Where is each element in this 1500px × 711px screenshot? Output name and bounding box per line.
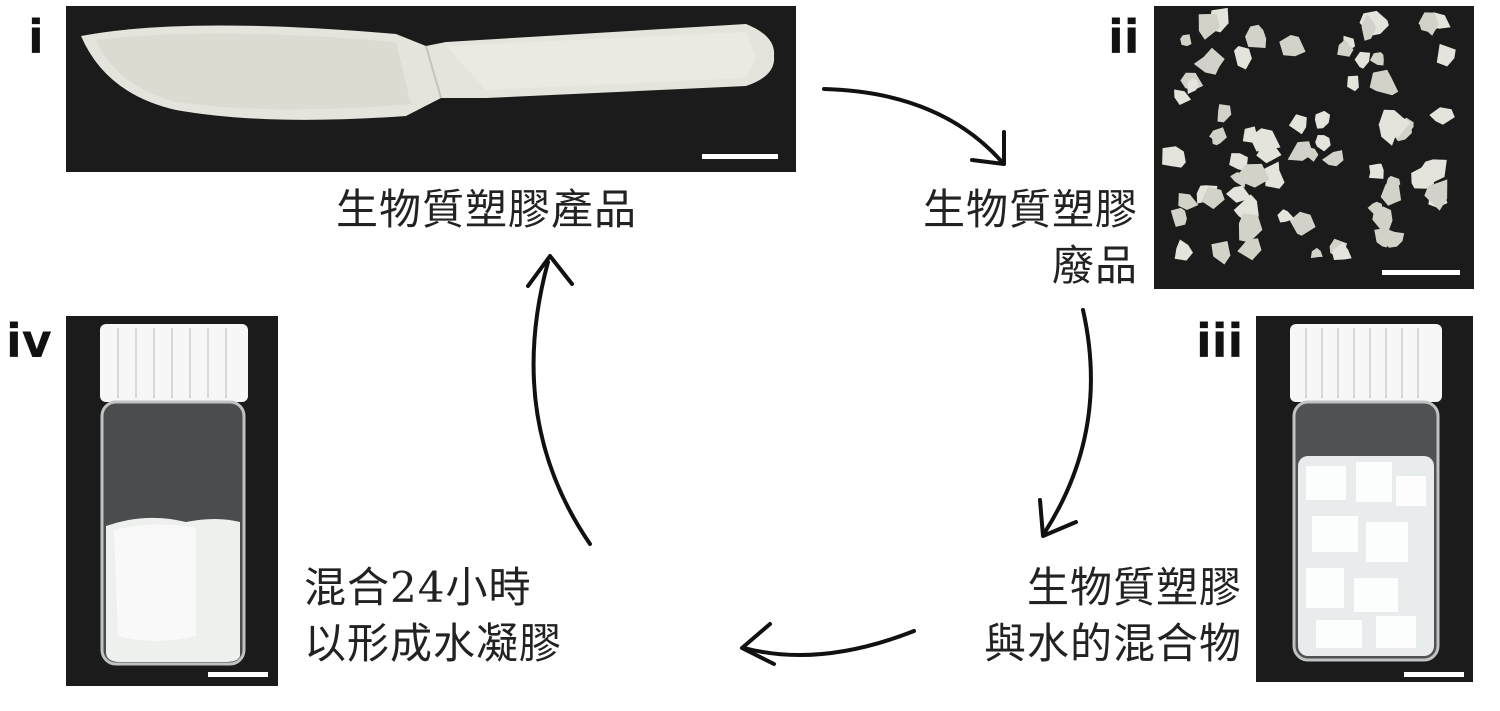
plastic-fragment bbox=[1217, 104, 1232, 123]
plastic-fragment bbox=[1178, 193, 1199, 210]
scale-bar-iii bbox=[1404, 672, 1464, 677]
scale-bar-iv bbox=[208, 672, 268, 677]
plastic-fragment bbox=[1242, 126, 1258, 143]
arrow-waste-to-mixture bbox=[1043, 308, 1093, 534]
plastic-fragment bbox=[1378, 123, 1397, 146]
panel-label-iii: iii bbox=[1196, 314, 1244, 368]
plastic-fragment bbox=[1201, 186, 1225, 210]
plastic-fragment bbox=[1193, 47, 1225, 75]
plastic-fragment bbox=[1234, 163, 1270, 188]
vial-chunks-photo bbox=[1256, 316, 1473, 682]
plastic-fragment bbox=[1279, 35, 1306, 57]
plastic-fragment bbox=[1277, 209, 1295, 223]
plastic-fragment bbox=[1234, 46, 1252, 70]
plastic-fragment bbox=[1347, 75, 1359, 92]
vial-hydrogel-photo bbox=[66, 316, 278, 686]
plastic-fragment bbox=[1354, 51, 1371, 69]
panel-label-iv: iv bbox=[6, 314, 52, 368]
plastic-fragment bbox=[1369, 69, 1399, 96]
plastic-fragment bbox=[1380, 184, 1402, 206]
plastic-fragment bbox=[1180, 34, 1192, 47]
plastic-fragment bbox=[1382, 228, 1405, 248]
plastic-fragment bbox=[1229, 153, 1248, 171]
plastic-fragment bbox=[1198, 13, 1220, 40]
plastic-fragment bbox=[1418, 12, 1439, 36]
plastic-fragment bbox=[1174, 239, 1193, 261]
plastic-fragment bbox=[1238, 213, 1263, 243]
plastic-fragment bbox=[1212, 132, 1223, 146]
plastic-fragment bbox=[1310, 247, 1323, 259]
plastic-fragment bbox=[1174, 89, 1192, 105]
plastic-fragment bbox=[1369, 52, 1384, 66]
fragments-photo bbox=[1154, 6, 1474, 289]
scale-bar-ii bbox=[1382, 270, 1460, 275]
plastic-fragment bbox=[1226, 185, 1252, 203]
plastic-fragment bbox=[1337, 39, 1354, 57]
plastic-fragment bbox=[1237, 238, 1262, 261]
knife-photo bbox=[66, 6, 796, 172]
caption-bioplastic-waste: 生物質塑膠 廢品 bbox=[922, 185, 1138, 290]
plastic-fragment bbox=[1187, 78, 1199, 94]
plastic-fragment bbox=[1368, 163, 1384, 179]
plastic-fragment bbox=[1367, 201, 1383, 215]
plastic-fragment bbox=[1211, 241, 1231, 265]
plastic-fragment bbox=[1361, 14, 1377, 41]
plastic-fragment bbox=[1289, 211, 1316, 236]
scale-bar-i bbox=[702, 154, 778, 159]
caption-hydrogel-formation: 混合24小時 以形成水凝膠 bbox=[304, 563, 563, 668]
panel-label-i: i bbox=[28, 10, 44, 64]
plastic-fragment bbox=[1378, 109, 1411, 138]
plastic-fragment bbox=[1322, 150, 1344, 167]
plastic-fragment bbox=[1249, 128, 1281, 152]
plastic-fragment bbox=[1332, 242, 1352, 260]
plastic-fragment bbox=[1314, 110, 1331, 129]
plastic-fragment bbox=[1170, 207, 1187, 227]
caption-bioplastic-product: 生物質塑膠產品 bbox=[336, 185, 638, 234]
plastic-fragment bbox=[1429, 107, 1455, 125]
plastic-fragment bbox=[1436, 43, 1456, 67]
plastic-fragment bbox=[1262, 161, 1285, 189]
arrow-product-to-waste bbox=[822, 87, 1004, 164]
plastic-fragment bbox=[1288, 114, 1307, 135]
caption-bioplastic-water-mixture: 生物質塑膠 與水的混合物 bbox=[983, 563, 1242, 668]
plastic-fragment bbox=[1287, 141, 1314, 161]
plastic-fragment bbox=[1315, 135, 1331, 152]
arrow-mixture-to-hydrogel bbox=[742, 629, 916, 658]
panel-label-ii: ii bbox=[1108, 10, 1140, 64]
plastic-fragment bbox=[1411, 164, 1435, 189]
arrow-hydrogel-to-product bbox=[531, 260, 592, 546]
plastic-fragment bbox=[1424, 179, 1448, 211]
plastic-fragment bbox=[1162, 146, 1186, 168]
plastic-fragment bbox=[1245, 24, 1267, 48]
